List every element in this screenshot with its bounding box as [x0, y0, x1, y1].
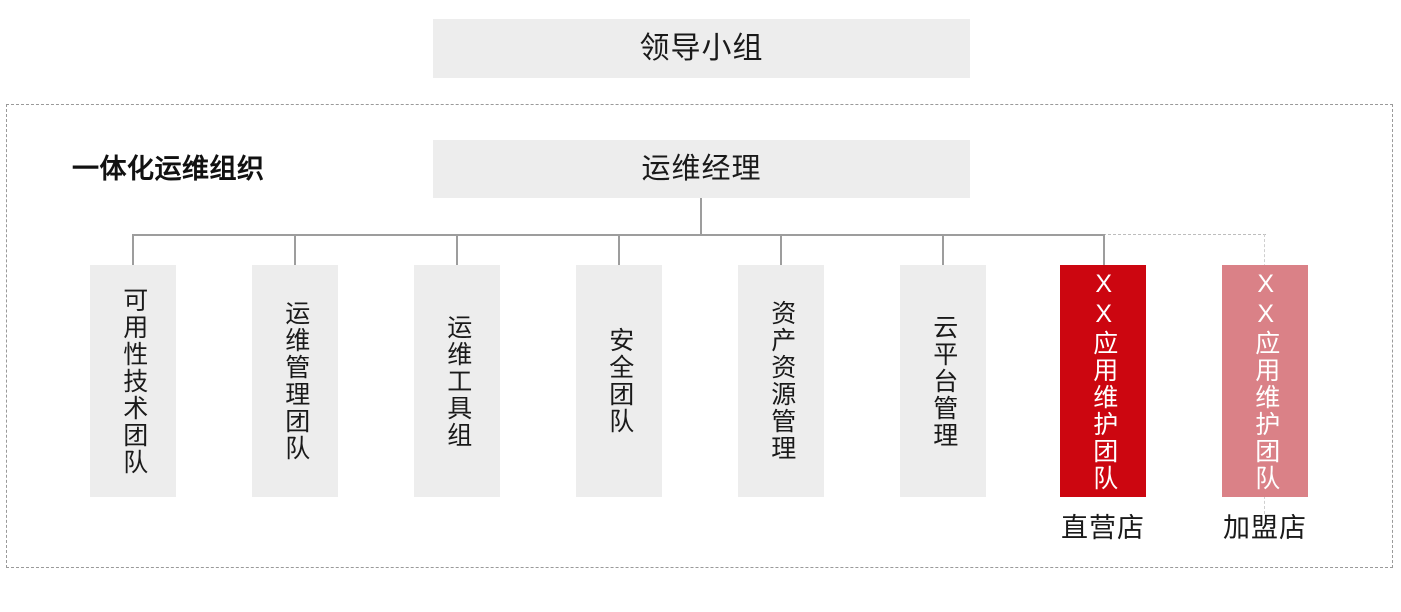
node-label: XX应用维护团队: [1089, 270, 1118, 492]
connector-drop-5: [780, 234, 782, 265]
node-security-team: 安全团队: [576, 265, 662, 497]
node-xx-app-maintenance-team-direct: XX应用维护团队: [1060, 265, 1146, 497]
connector-drop-7: [1103, 234, 1105, 265]
node-label: 运维经理: [641, 152, 762, 185]
node-label: 资产资源管理: [767, 300, 796, 462]
connector-horizontal-bus: [132, 234, 1103, 236]
group-label: 一体化运维组织: [72, 154, 265, 184]
connector-manager-stub: [700, 198, 702, 235]
node-label: 领导小组: [639, 31, 764, 65]
connector-drop-1: [132, 234, 134, 265]
node-ops-management-team: 运维管理团队: [252, 265, 338, 497]
caption-direct-store: 直营店: [1061, 513, 1145, 543]
node-label: 运维管理团队: [281, 300, 310, 462]
node-ops-manager: 运维经理: [433, 140, 970, 198]
node-availability-tech-team: 可用性技术团队: [90, 265, 176, 497]
node-label: 运维工具组: [443, 313, 472, 449]
node-ops-tools-group: 运维工具组: [414, 265, 500, 497]
node-cloud-platform-management: 云平台管理: [900, 265, 986, 497]
node-xx-app-maintenance-team-franchise: XX应用维护团队: [1222, 265, 1308, 497]
connector-drop-2: [294, 234, 296, 265]
node-label: 安全团队: [605, 327, 634, 435]
node-label: XX应用维护团队: [1251, 270, 1280, 492]
node-leadership-group: 领导小组: [433, 19, 970, 78]
connector-drop-4: [618, 234, 620, 265]
node-label: 云平台管理: [929, 313, 958, 449]
node-asset-resource-management: 资产资源管理: [738, 265, 824, 497]
node-label: 可用性技术团队: [119, 286, 148, 476]
caption-franchise-store: 加盟店: [1223, 513, 1307, 543]
connector-dashed-bus-extension: [1103, 234, 1266, 235]
connector-drop-3: [456, 234, 458, 265]
connector-drop-6: [942, 234, 944, 265]
integrated-ops-group-container: [6, 104, 1393, 568]
